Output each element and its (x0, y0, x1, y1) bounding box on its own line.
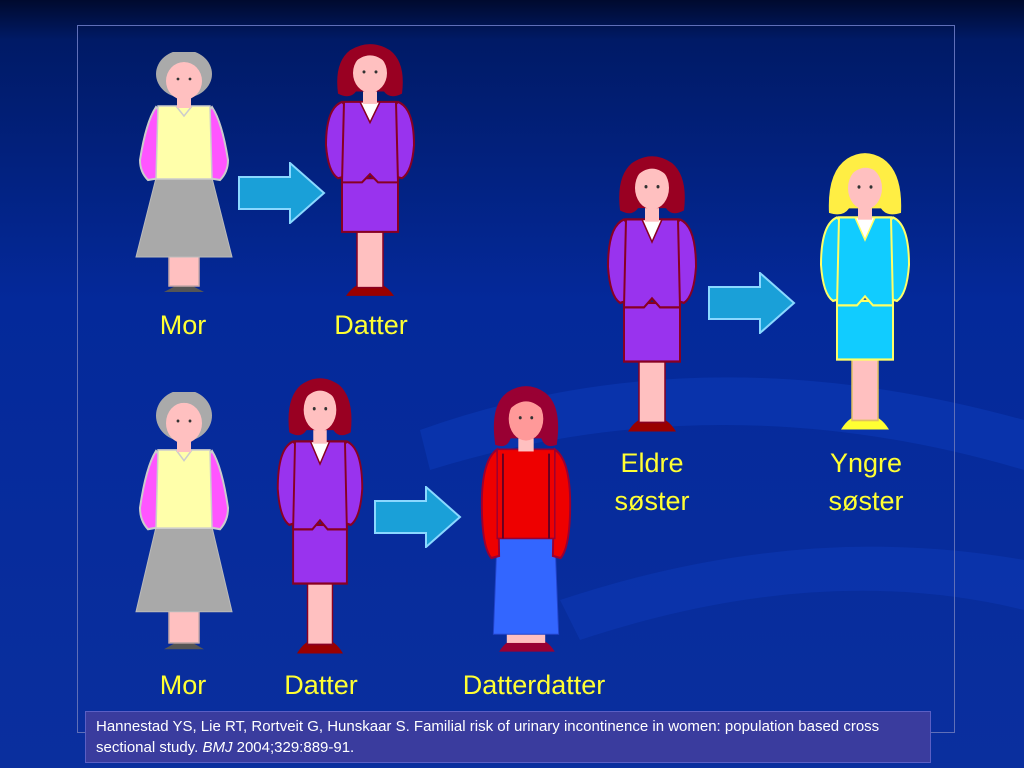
label-daughter-bottom: Datter (262, 666, 380, 704)
label-daughter-top: Datter (312, 306, 430, 344)
arrow-icon (708, 272, 796, 334)
label-younger-sister-line1: Yngre (829, 448, 903, 478)
label-younger-sister: Yngre søster (806, 444, 926, 520)
label-daughter-top-text: Datter (334, 310, 408, 340)
citation-box: Hannestad YS, Lie RT, Rortveit G, Hunska… (85, 711, 931, 763)
arrow-icon (374, 486, 462, 548)
label-granddaughter: Datterdatter (446, 666, 622, 704)
label-mother-top: Mor (140, 306, 226, 344)
label-mother-bottom-text: Mor (159, 670, 207, 700)
granddaughter-figure (478, 384, 574, 656)
label-mother-top-text: Mor (159, 310, 207, 340)
daughter-figure-top (320, 42, 420, 300)
elder-sister-figure (602, 154, 702, 436)
citation-journal: BMJ (202, 739, 233, 756)
younger-sister-figure (815, 152, 915, 434)
citation-text: Hannestad YS, Lie RT, Rortveit G, Hunska… (96, 718, 880, 756)
daughter-figure-bottom (272, 376, 368, 658)
arrow-icon (238, 162, 326, 224)
mother-figure-bottom (134, 392, 234, 660)
label-granddaughter-text: Datterdatter (462, 670, 606, 700)
label-elder-sister-line1: Eldre (620, 448, 684, 478)
label-younger-sister-line2: søster (828, 486, 904, 516)
label-daughter-bottom-text: Datter (284, 670, 358, 700)
label-elder-sister: Eldre søster (592, 444, 712, 520)
mother-figure-top (134, 52, 234, 302)
label-elder-sister-line2: søster (614, 486, 690, 516)
label-mother-bottom: Mor (140, 666, 226, 704)
citation-reference: 2004;329:889-91. (232, 739, 355, 756)
